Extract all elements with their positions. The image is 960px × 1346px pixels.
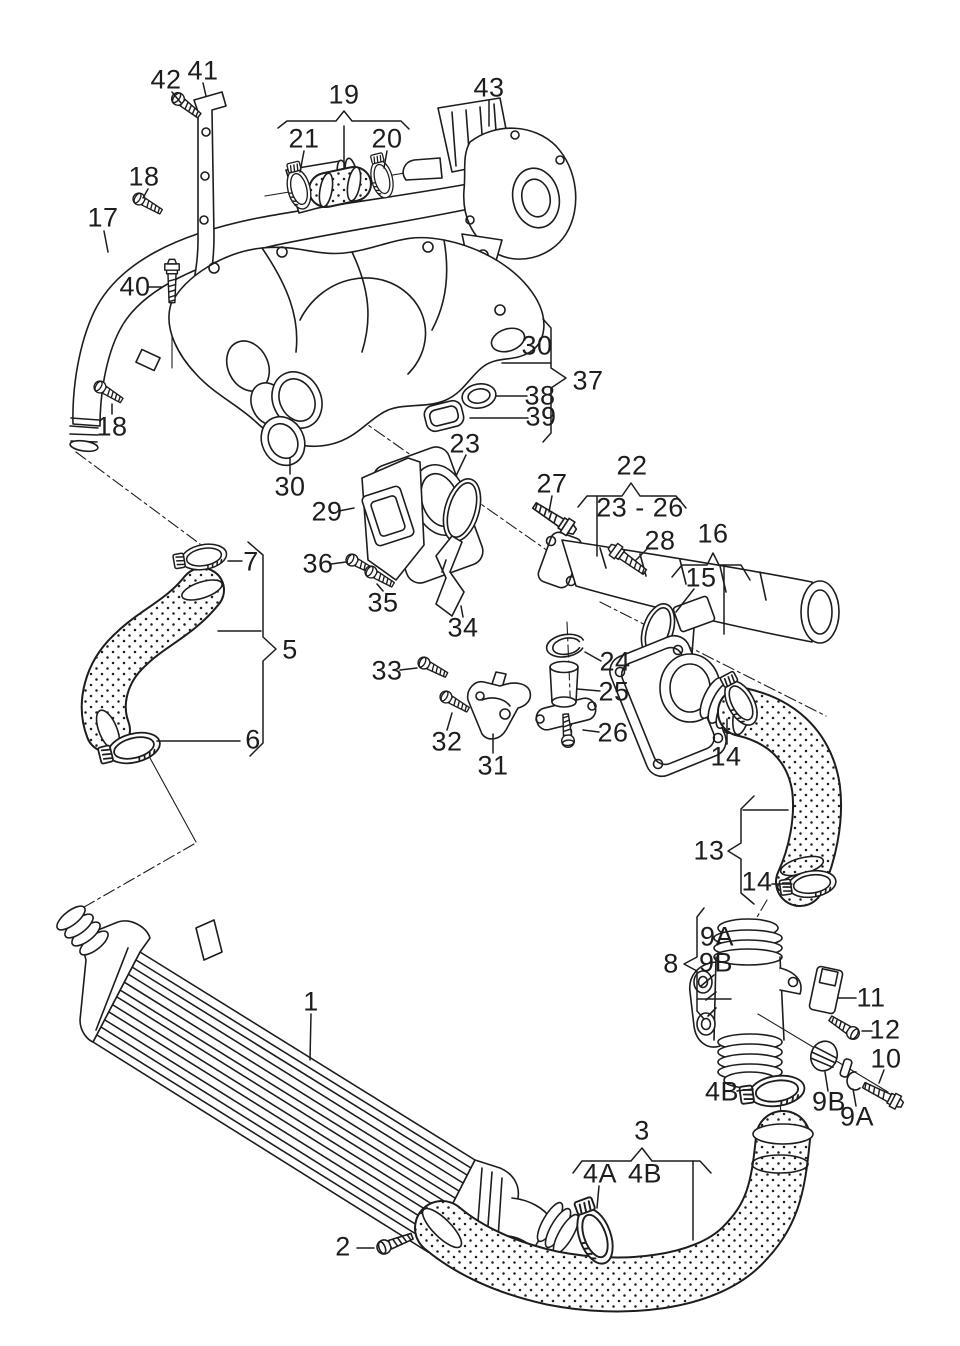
screw-32-drawing xyxy=(437,688,472,716)
gasket-39-drawing xyxy=(423,399,465,433)
intake-manifold-drawing xyxy=(168,236,545,448)
plug-9b-drawing xyxy=(809,1040,839,1072)
spacer-9a-drawing xyxy=(839,1058,853,1078)
bracket-34-drawing xyxy=(435,535,465,617)
pressure-hose-5-drawing xyxy=(80,567,225,753)
bolt-10-drawing xyxy=(859,1077,907,1112)
screw-18a-drawing xyxy=(130,190,165,218)
gasket-30-drawing xyxy=(260,371,323,467)
screw-33-drawing xyxy=(415,654,450,681)
group-braces xyxy=(247,110,755,1241)
clamp-7-drawing xyxy=(171,540,230,576)
bracket-31-drawing xyxy=(466,671,532,740)
intercooler-drawing xyxy=(56,905,580,1262)
hose-sleeve-19-drawing xyxy=(308,166,372,208)
sensor-11-drawing xyxy=(808,965,844,1015)
screw-2-drawing xyxy=(374,1228,416,1257)
leader-lines xyxy=(103,82,885,1249)
screw-12-drawing xyxy=(826,1012,863,1043)
pressure-hose-3-drawing xyxy=(414,1110,814,1313)
clamp-20-drawing xyxy=(365,151,398,201)
clip-9a-drawing xyxy=(846,1071,861,1091)
charge-pipe-22-drawing xyxy=(537,531,840,644)
snap-ring-24-drawing xyxy=(545,633,585,658)
seal-ring-38-drawing xyxy=(461,383,497,409)
bolt-27-drawing xyxy=(529,497,580,540)
connector-pipe-8-drawing xyxy=(689,918,802,1089)
